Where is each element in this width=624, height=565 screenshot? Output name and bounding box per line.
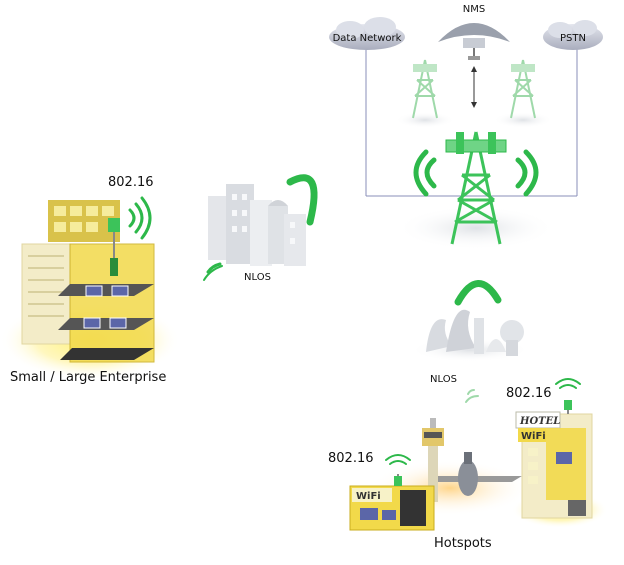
backhaul-tower-left-icon <box>395 59 455 128</box>
backhaul-tower-right-icon <box>493 59 553 128</box>
data-network-label: Data Network <box>333 33 402 44</box>
landmark-city-icon <box>410 309 530 362</box>
nlos-signal-arc-upper-icon <box>203 174 318 281</box>
enterprise-standard-label: 802.16 <box>108 175 154 190</box>
hotspots-caption: Hotspots <box>434 536 492 551</box>
wifi-sign-left: WiFi <box>356 491 381 502</box>
hotel-standard-label: 802.16 <box>506 386 552 401</box>
downlink-signal-arc-icon <box>454 280 502 403</box>
enterprise-building-icon <box>0 200 180 380</box>
laptop-icon <box>556 452 572 464</box>
enterprise-caption: Small / Large Enterprise <box>10 370 167 385</box>
airport-signal-waves-icon <box>385 454 411 465</box>
laptop-icon <box>382 510 396 520</box>
city-buildings-icon <box>208 184 306 266</box>
hotel-building-icon: HOTEL WiFi <box>512 378 608 528</box>
nlos-label-lower: NLOS <box>430 374 457 385</box>
pstn-cloud-icon: PSTN <box>543 20 603 50</box>
tower-signal-waves-icon <box>413 149 539 197</box>
nms-dish-icon: NMS <box>438 4 510 60</box>
hotel-sign: HOTEL <box>519 416 560 427</box>
laptop-icon <box>360 508 378 520</box>
double-arrow-icon <box>471 66 477 108</box>
nlos-label-upper: NLOS <box>244 272 271 283</box>
airport-standard-label: 802.16 <box>328 451 374 466</box>
data-network-cloud-icon: Data Network <box>329 17 405 50</box>
pstn-label: PSTN <box>560 33 586 44</box>
wifi-hotspot-building-icon: WiFi <box>349 454 435 531</box>
wifi-sign-hotel: WiFi <box>521 431 546 442</box>
nms-label: NMS <box>463 4 485 15</box>
core-network-frame <box>365 44 578 197</box>
hotel-signal-waves-icon <box>555 378 581 389</box>
enterprise-laptops-icon <box>83 285 129 329</box>
base-station-tower-icon <box>396 131 556 250</box>
airplane-icon <box>438 476 522 482</box>
enterprise-signal-waves-icon <box>128 196 152 240</box>
